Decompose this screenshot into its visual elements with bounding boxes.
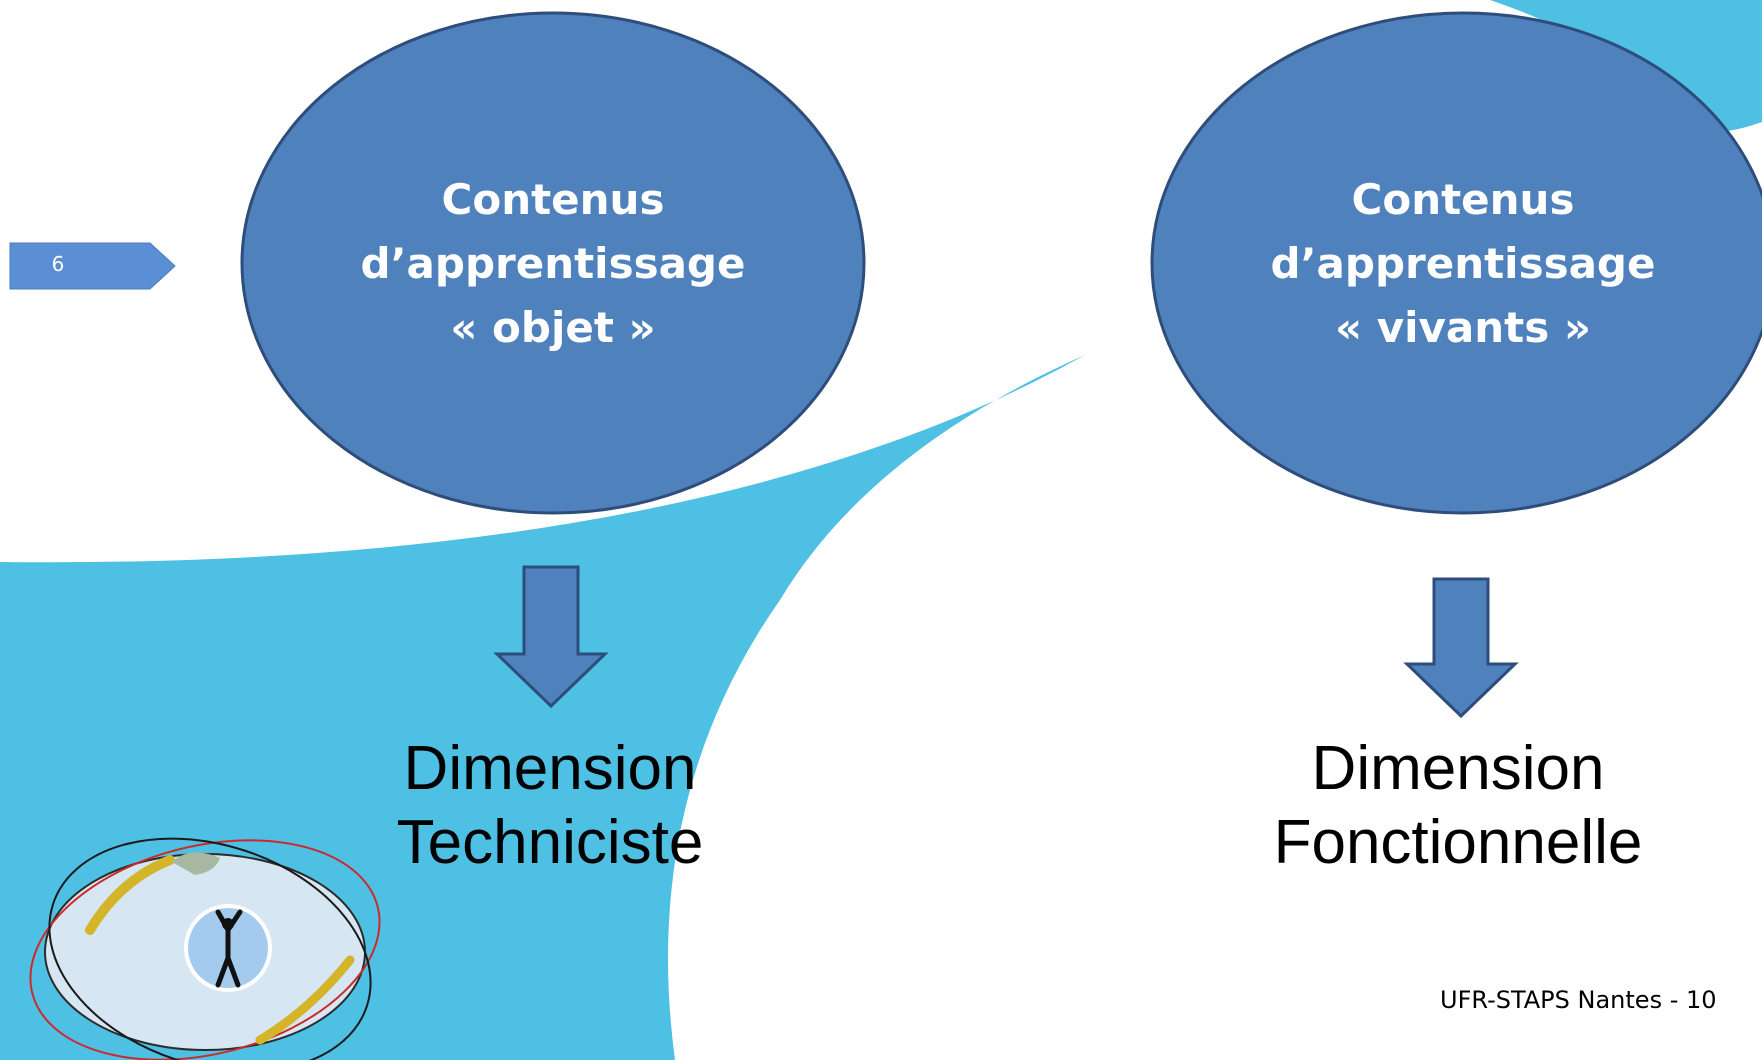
down-arrow-right-icon: [1403, 577, 1519, 719]
ellipse-vivants-line-1: Contenus: [1351, 175, 1575, 224]
ellipse-vivants-label: Contenus d’apprentissage « vivants »: [1213, 168, 1713, 360]
ellipse-objet: [240, 11, 866, 515]
ellipse-vivants-line-3: « vivants »: [1335, 303, 1591, 352]
ellipse-vivants-line-2: d’apprentissage: [1270, 239, 1656, 288]
ellipse-objet-line-1: Contenus: [441, 175, 665, 224]
ellipse-vivants: [1150, 11, 1762, 515]
dimension-fonctionnelle-label: Dimension Fonctionnelle: [1208, 732, 1708, 880]
ellipse-objet-line-2: d’apprentissage: [360, 239, 746, 288]
dimension-left-line-1: Dimension: [403, 734, 697, 803]
dimension-techniciste-label: Dimension Techniciste: [300, 732, 800, 880]
ellipse-objet-label: Contenus d’apprentissage « objet »: [303, 168, 803, 360]
down-arrow-left-icon: [493, 565, 609, 709]
slide-number-tag: [9, 242, 176, 290]
dimension-right-line-1: Dimension: [1311, 734, 1605, 803]
dimension-right-line-2: Fonctionnelle: [1273, 808, 1643, 877]
footer-text: UFR-STAPS Nantes - 10: [1440, 986, 1717, 1014]
slide-number: 6: [51, 252, 65, 276]
ellipse-objet-line-3: « objet »: [450, 303, 656, 352]
dimension-left-line-2: Techniciste: [396, 808, 704, 877]
